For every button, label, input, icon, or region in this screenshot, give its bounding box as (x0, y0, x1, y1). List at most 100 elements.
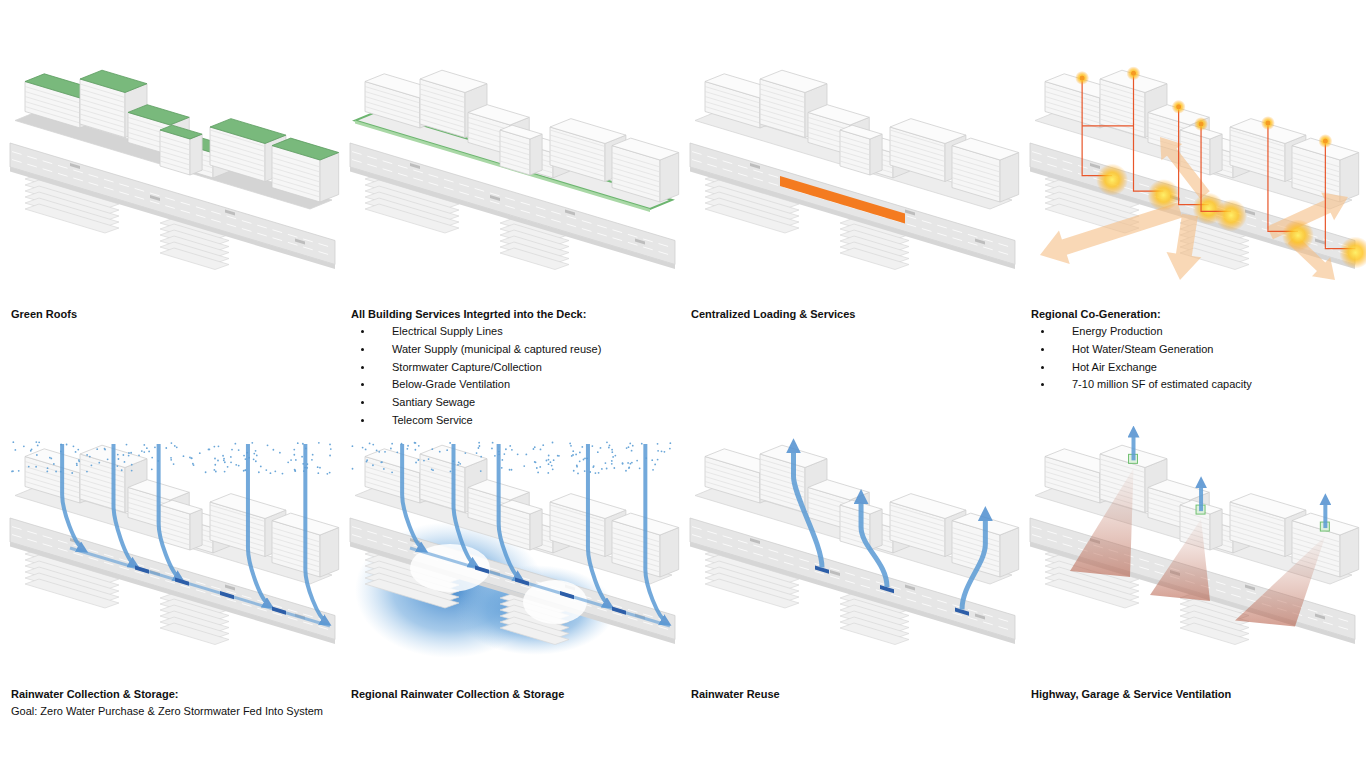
rain-drop (579, 460, 581, 462)
energy-line (1201, 124, 1231, 211)
rain-drop (121, 469, 123, 471)
rain-drop (14, 449, 16, 451)
flow-arrow (402, 444, 424, 550)
rain-drop (573, 470, 575, 472)
caption-item: Water Supply (municipal & captured reuse… (392, 343, 601, 356)
floor-line (365, 477, 420, 494)
rain-drop (505, 448, 507, 450)
rain-drop (446, 449, 448, 451)
rain-drop (492, 442, 494, 444)
rain-drop (176, 446, 178, 448)
caption-heading: Centralized Loading & Services (691, 308, 855, 321)
rain-drop (601, 468, 603, 470)
rain-drop (191, 457, 193, 459)
deck (695, 487, 1012, 585)
rain-drop (243, 470, 245, 472)
floor-line (1045, 477, 1100, 494)
rain-drop (272, 449, 274, 451)
rain-drop (230, 461, 232, 463)
rain-drop (612, 456, 614, 458)
rain-drop (629, 443, 631, 445)
bullet-dot (361, 330, 364, 333)
floor-line (840, 141, 870, 150)
storage-tank (175, 578, 189, 586)
rain-drop (449, 442, 451, 444)
garage-slab (160, 623, 229, 645)
car (1245, 585, 1255, 591)
rain-drop (584, 470, 586, 472)
floor-line (25, 472, 80, 489)
floor-line (550, 535, 605, 552)
garage-slab (365, 204, 459, 233)
floor-line (500, 526, 530, 535)
floor-line (1230, 150, 1285, 167)
panel-illustration (350, 70, 679, 269)
rain-drop (253, 453, 255, 455)
flow-arrow (248, 444, 270, 606)
energy-glow (1172, 100, 1186, 114)
floor-line (500, 531, 530, 540)
rain-drop (657, 450, 659, 452)
storage-tank (612, 607, 626, 615)
building-roof (760, 70, 827, 92)
building-face (1340, 528, 1359, 577)
rain-drop (570, 445, 572, 447)
flow-arrow (114, 444, 136, 566)
rain-drop (36, 454, 38, 456)
flow-arrow (62, 444, 84, 550)
rain-drop (501, 467, 503, 469)
floor-line (550, 520, 605, 537)
energy-node (1265, 121, 1270, 126)
caption-heading: Regional Rainwater Collection & Storage (351, 688, 564, 701)
floor-line (840, 146, 870, 155)
rain-drop (464, 452, 466, 454)
car (830, 570, 840, 576)
rain-drop (480, 456, 482, 458)
rain-drop (572, 454, 574, 456)
rain-drop (329, 472, 331, 474)
car (295, 239, 305, 245)
building-roof (500, 125, 542, 139)
rain-drop (406, 448, 408, 450)
floor-line (840, 156, 870, 165)
rain-drop (256, 455, 258, 457)
rain-drop (517, 453, 519, 455)
rain-drop (73, 445, 75, 447)
rain-drop (78, 460, 80, 462)
caption-item: Below-Grade Ventilation (392, 378, 510, 391)
rain-drop (28, 466, 30, 468)
caption-item: 7-10 million SF of estimated capacity (1072, 378, 1252, 391)
rain-drop (255, 460, 257, 462)
flow-arrow (588, 444, 610, 606)
bullet-dot (361, 348, 364, 351)
floor-line (890, 520, 945, 537)
rain-drop (116, 465, 118, 467)
rain-drop (231, 449, 233, 451)
car (70, 163, 80, 169)
rain-drop (548, 463, 550, 465)
energy-glow (1096, 164, 1128, 196)
storage-tank (135, 566, 149, 574)
floor-line (365, 482, 420, 499)
floor-line (210, 525, 265, 542)
rain-drop (124, 461, 126, 463)
energy-node (1323, 139, 1328, 144)
rain-drop (428, 458, 430, 460)
building-roof (612, 138, 679, 160)
rain-drop (632, 445, 634, 447)
rain-drop (501, 459, 503, 461)
rain-drop (126, 444, 128, 446)
floor-line (160, 516, 190, 525)
rain-drop (557, 455, 559, 457)
rain-drop (584, 457, 586, 459)
panel-illustration (690, 70, 1019, 269)
floor-line (1045, 472, 1100, 489)
flow-line (410, 548, 670, 626)
garage-slab (705, 204, 799, 233)
garage-slab (160, 248, 229, 270)
rain-drop (208, 449, 210, 451)
rain-drop (46, 471, 48, 473)
rain-drop (174, 445, 176, 447)
rain-drop (128, 455, 130, 457)
floor-line (500, 146, 530, 155)
